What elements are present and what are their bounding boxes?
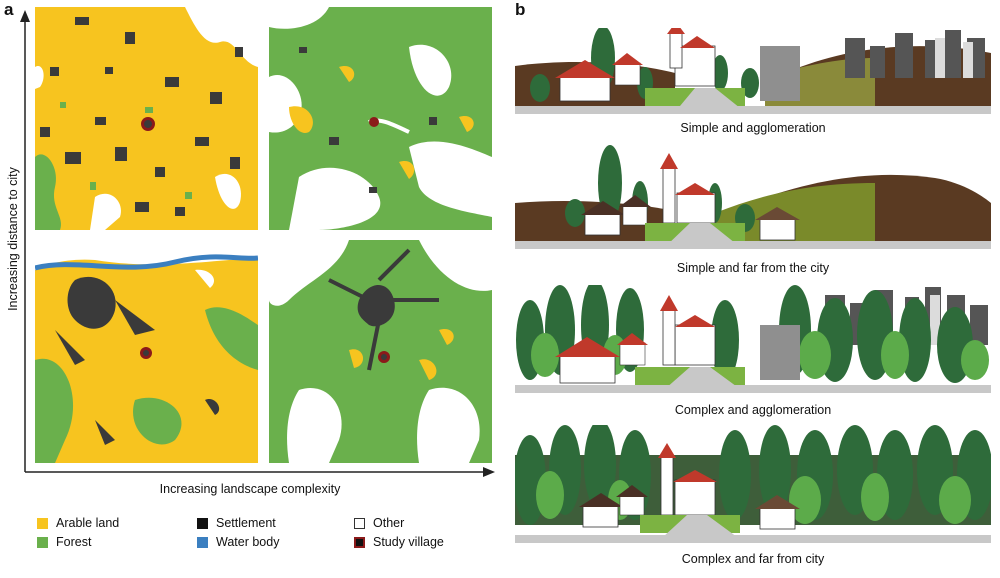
legend-settlement: Settlement [197, 516, 276, 530]
panel-a-letter: a [4, 0, 14, 19]
map-simple-agglomeration [35, 240, 258, 463]
legend-water: Water body [197, 535, 279, 549]
study-village-swatch [354, 536, 365, 548]
legend-arable: Arable land [37, 516, 119, 530]
map-complex-agglomeration [269, 240, 492, 463]
arable-swatch [37, 517, 48, 529]
scene-complex-agglomeration [515, 285, 991, 393]
scene-complex-far [515, 425, 991, 543]
axes [20, 10, 495, 477]
settlement-swatch [197, 517, 208, 529]
caption-complex-far: Complex and far from city [681, 552, 825, 566]
map-simple-far [35, 7, 258, 230]
scene-simple-far [515, 145, 991, 249]
x-axis-label: Increasing landscape complexity [159, 482, 341, 496]
other-swatch [354, 517, 365, 529]
legend-study-village: Study village [354, 535, 444, 549]
scene-simple-agglomeration [515, 28, 991, 114]
forest-swatch [37, 536, 48, 548]
water-swatch [197, 536, 208, 548]
legend-other: Other [354, 516, 404, 530]
legend-forest: Forest [37, 535, 91, 549]
caption-simple-far: Simple and far from the city [676, 261, 830, 275]
y-axis-label: Increasing distance to city [6, 167, 20, 311]
map-complex-far [269, 7, 492, 230]
caption-simple-agglomeration: Simple and agglomeration [680, 121, 826, 135]
panel-b-letter: b [515, 0, 526, 19]
caption-complex-agglomeration: Complex and agglomeration [674, 403, 832, 417]
